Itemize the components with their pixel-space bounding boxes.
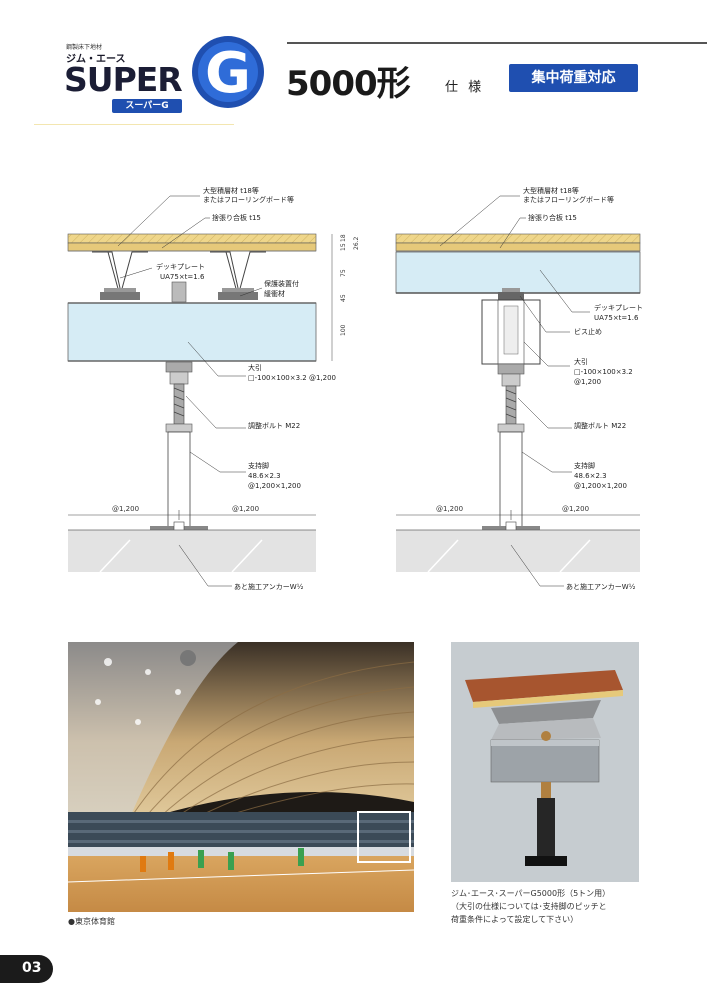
left-label-floor2: またはフローリングボード等: [203, 195, 294, 204]
diagram-left: @1,200 @1,200 15 18 26.2 75 45 100 大型積層材…: [67, 186, 360, 591]
left-label-plywood: 捨張り合板 t15: [212, 213, 261, 222]
support-leg: [482, 363, 540, 557]
product-caption-line2: （大引の仕様については･支持脚のピッチと: [451, 902, 607, 911]
right-label-beam: 大引: [574, 357, 588, 366]
left-label-floor: 大型積層材 t18等: [203, 186, 259, 195]
plywood-layer: [395, 242, 641, 252]
beam: [67, 302, 317, 362]
page-title: 5000形: [286, 64, 411, 104]
product-caption-line1: ジム･エース･スーパーG5000形（5トン用）: [451, 889, 611, 898]
dim-v4: 75: [340, 269, 347, 277]
right-label-floor: 大型積層材 t18等: [523, 186, 579, 195]
logo-sub: スーパーG: [112, 99, 182, 113]
cushion-pad: [218, 292, 258, 300]
right-label-floor2: またはフローリングボード等: [523, 195, 614, 204]
product-caption: ジム･エース･スーパーG5000形（5トン用） （大引の仕様については･支持脚の…: [451, 887, 610, 926]
ground: [396, 530, 640, 572]
left-label-cushion2: 緩衝材: [264, 289, 285, 298]
product-caption-line3: 荷重条件によって設定して下さい）: [451, 915, 579, 924]
deck-plate: [395, 251, 641, 294]
dim-left-1: @1,200: [112, 505, 139, 513]
logo-underline: [34, 124, 234, 125]
dim-v6: 100: [340, 324, 347, 336]
page-subtitle: 仕 様: [445, 80, 485, 95]
right-label-deck2: UA75×t=1.6: [594, 314, 639, 322]
dim-left-2: @1,200: [232, 505, 259, 513]
right-label-leg: 支持脚: [574, 461, 595, 470]
cushion-pad: [100, 292, 140, 300]
stadium-photo-caption: ●東京体育館: [68, 917, 115, 926]
support-leg: [150, 361, 208, 557]
right-label-leg3: @1,200×1,200: [574, 482, 627, 490]
dim-v3: 26.2: [353, 236, 360, 250]
product-photo: [451, 642, 639, 882]
right-label-screw: ビス止め: [574, 327, 602, 336]
logo-name: ジム・エース: [66, 54, 126, 65]
ground: [68, 530, 316, 572]
page-number: 03: [22, 960, 42, 976]
right-label-anchor: あと施工アンカーW½: [566, 582, 636, 591]
logo-g-icon: G: [192, 36, 264, 108]
left-label-leg3: @1,200×1,200: [248, 482, 301, 490]
right-label-leg2: 48.6×2.3: [574, 472, 607, 480]
cross-section-diagrams: @1,200 @1,200 15 18 26.2 75 45 100 大型積層材…: [67, 186, 643, 591]
plywood-layer: [67, 242, 317, 252]
load-badge: 集中荷重対応: [509, 64, 638, 92]
dim-v1: 15: [340, 243, 347, 251]
left-label-beam: 大引: [248, 363, 262, 372]
header-rule: [287, 42, 707, 44]
left-label-beam2: □-100×100×3.2 @1,200: [248, 374, 336, 382]
left-label-leg2: 48.6×2.3: [248, 472, 281, 480]
right-label-deck: デッキプレート: [594, 303, 643, 312]
dim-right-1: @1,200: [436, 505, 463, 513]
right-label-plywood: 捨張り合板 t15: [528, 213, 577, 222]
left-label-cushion: 保護装置付: [264, 279, 299, 288]
left-label-bolt: 調整ボルト M22: [248, 421, 300, 430]
dim-right-2: @1,200: [562, 505, 589, 513]
left-label-deck: デッキプレート: [156, 262, 205, 271]
left-label-anchor: あと施工アンカーW½: [234, 582, 304, 591]
left-label-leg: 支持脚: [248, 461, 269, 470]
beam: [481, 299, 541, 365]
right-label-beam2: □-100×100×3.2: [574, 368, 633, 376]
left-label-deck2: UA75×t=1.6: [160, 273, 205, 281]
dim-v5: 45: [340, 294, 347, 302]
page-number-badge: [0, 955, 53, 983]
right-label-beam3: @1,200: [574, 378, 601, 386]
logo-g-letter: G: [205, 41, 251, 106]
dim-v2: 18: [340, 234, 347, 242]
stadium-photo: [68, 642, 414, 912]
logo-category: 鋼製床下地材: [66, 44, 103, 51]
right-label-bolt: 調整ボルト M22: [574, 421, 626, 430]
logo-super: SUPER: [64, 60, 183, 99]
diagram-right: @1,200 @1,200 大型積層材 t18等 またはフローリングボード等 捨…: [395, 186, 643, 591]
